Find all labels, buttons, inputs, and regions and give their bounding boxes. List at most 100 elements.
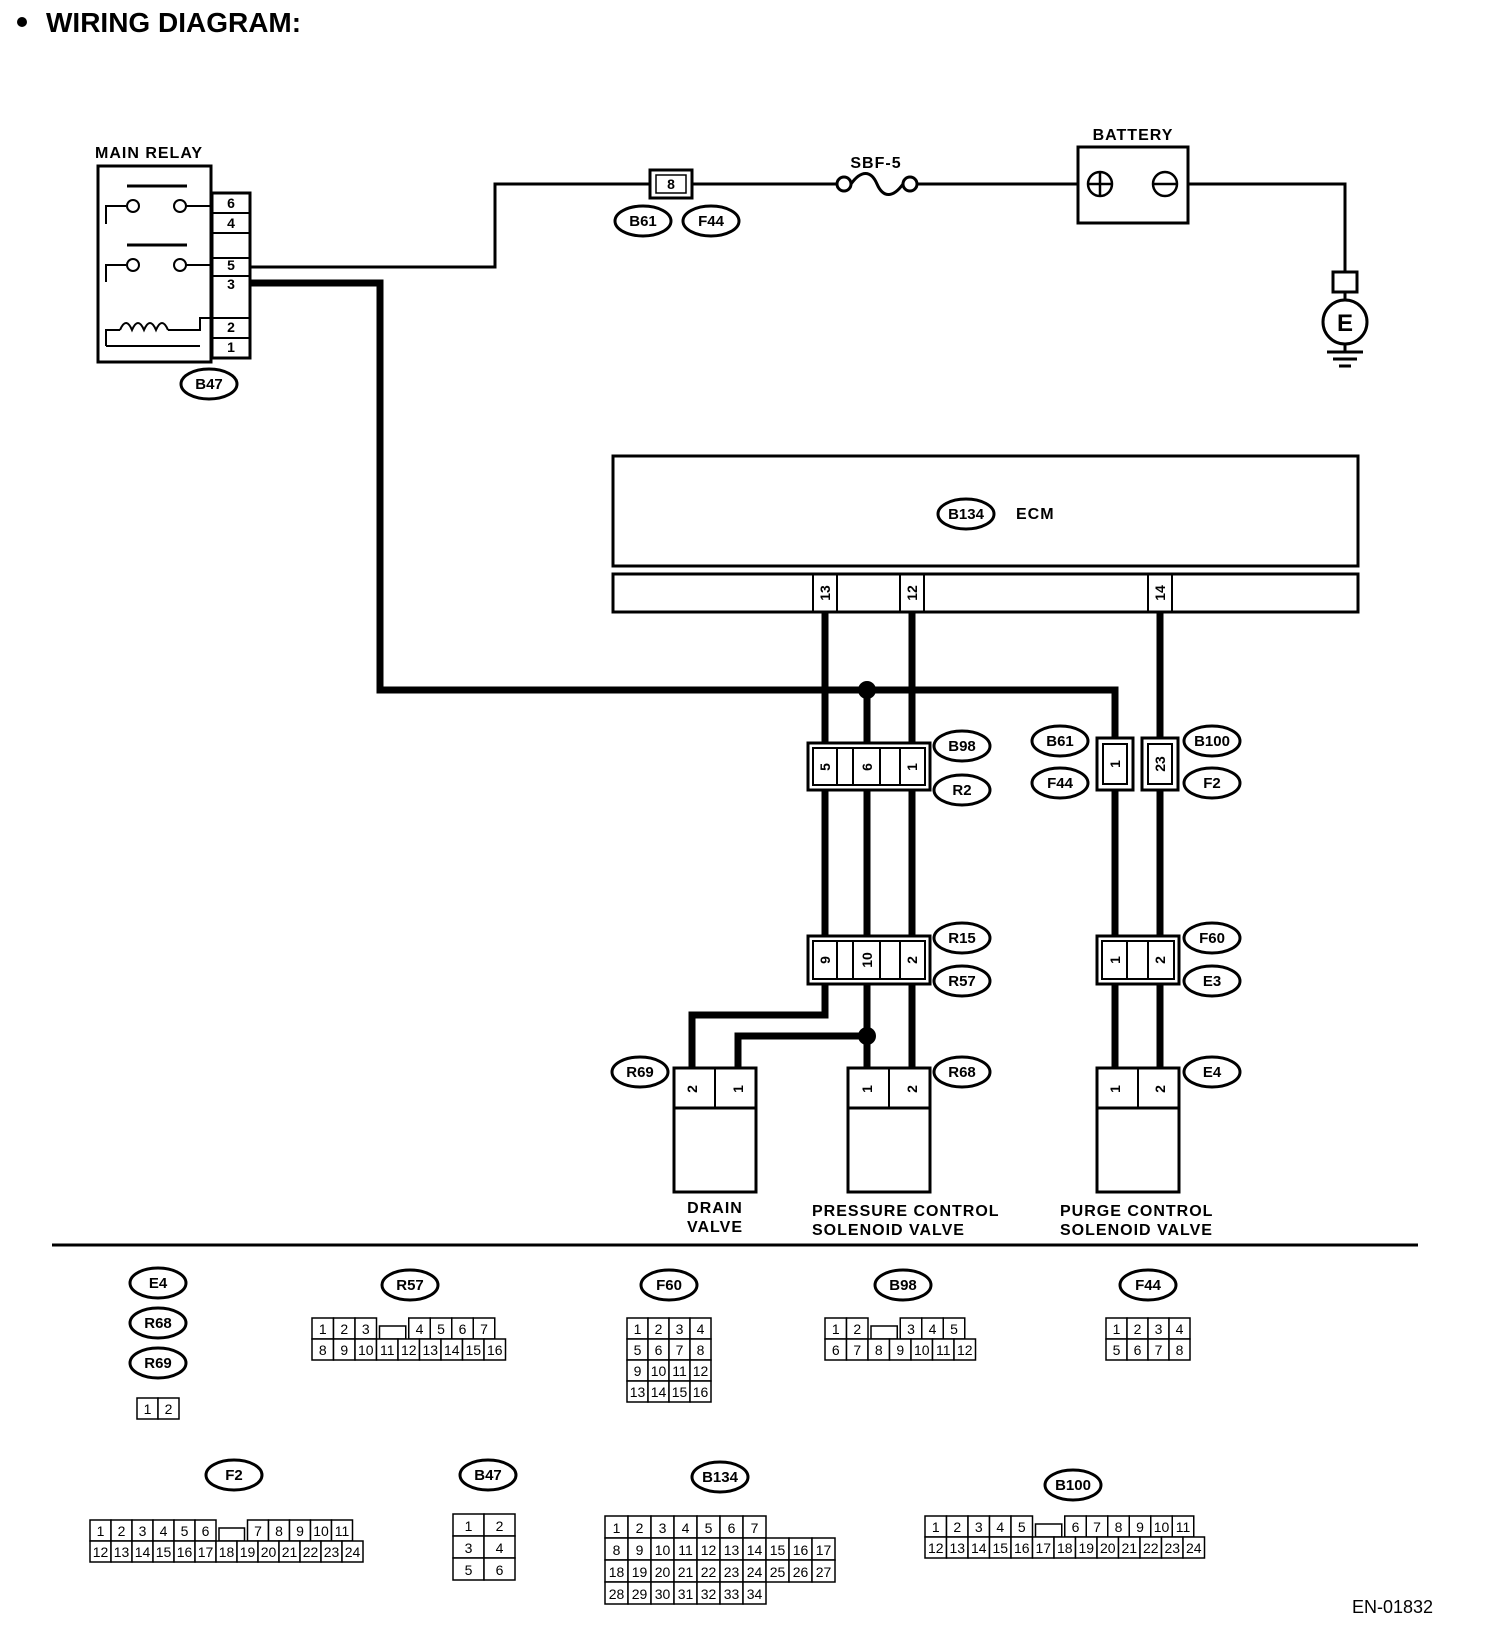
legend-pin-number: 12 [93, 1544, 109, 1560]
tag-b100 [1182, 724, 1242, 758]
legend-pin-number: 7 [480, 1321, 488, 1337]
pressure-control-valve: 1 2 PRESSURE CONTROL SOLENOID VALVE [812, 1066, 999, 1239]
legend-pin-number: 6 [655, 1342, 663, 1358]
legend-pin-number: 4 [416, 1321, 424, 1337]
r69-pin-1: 1 [730, 1085, 746, 1093]
relay-coil-wire [168, 317, 212, 331]
legend-pin-number: 2 [853, 1321, 861, 1337]
legend-pin-number: 1 [465, 1518, 473, 1534]
tag-f44-mid [1030, 766, 1090, 800]
legend-pin-number: 5 [1113, 1342, 1121, 1358]
legend-pin-number: 33 [724, 1586, 740, 1602]
legend-pin-number: 7 [254, 1523, 262, 1539]
legend-pin-number: 6 [832, 1342, 840, 1358]
ecm-label: ECM [1016, 506, 1055, 523]
tag-r69 [610, 1055, 670, 1089]
legend-tag [639, 1268, 699, 1302]
legend-pin-number: 4 [1176, 1321, 1184, 1337]
legend-pin-number: 27 [816, 1564, 832, 1580]
legend-pin-number: 22 [1143, 1540, 1159, 1556]
legend-tag [1043, 1468, 1103, 1502]
legend-tag-text: R68 [144, 1315, 172, 1332]
legend-pin-number: 10 [313, 1523, 329, 1539]
tag-f2 [1182, 766, 1242, 800]
legend-pin-number: 7 [751, 1520, 759, 1536]
wire-r57-9-r69-2 [688, 982, 829, 1070]
r15-pin-10: 10 [859, 952, 875, 968]
legend-pin-number: 12 [957, 1342, 973, 1358]
tag-e3-text: E3 [1203, 973, 1221, 990]
page-title: WIRING DIAGRAM: [46, 7, 301, 38]
legend-pin-number: 2 [953, 1519, 961, 1535]
b98-pin-5: 5 [817, 763, 833, 771]
splice-point [858, 1027, 876, 1045]
legend-tag-text: B47 [474, 1467, 502, 1484]
tag-b98 [932, 729, 992, 763]
legend-pin-number: 13 [724, 1542, 740, 1558]
legend-pin-number: 4 [996, 1519, 1004, 1535]
connector-b61-f44: 1 [1095, 736, 1135, 792]
legend-pin-cell [483, 1557, 516, 1581]
legend-pin-cell [341, 1540, 364, 1563]
legend-pin-number: 9 [634, 1363, 642, 1379]
legend-pin-number: 16 [693, 1384, 709, 1400]
legend-tag-text: R69 [144, 1355, 172, 1372]
legend-tag-text: B134 [702, 1469, 739, 1486]
ground-label: E [1337, 310, 1353, 337]
legend-pin-number: 8 [697, 1342, 705, 1358]
tag-b61-top [613, 204, 673, 238]
legend-pin-number: 21 [1121, 1540, 1137, 1556]
legend-pin-number: 7 [676, 1342, 684, 1358]
legend-pin-number: 12 [401, 1342, 417, 1358]
legend-pin-number: 1 [97, 1523, 105, 1539]
legend-pin-number: 12 [693, 1363, 709, 1379]
legend-pin-number: 16 [793, 1542, 809, 1558]
legend-pin-number: 15 [770, 1542, 786, 1558]
e4-pin-2: 2 [1152, 1085, 1168, 1093]
legend-pin-number: 9 [1136, 1519, 1144, 1535]
legend-pin-number: 14 [747, 1542, 763, 1558]
r69-pin-2: 2 [684, 1085, 700, 1093]
legend-pin-number: 11 [380, 1342, 395, 1358]
legend-pin-number: 3 [676, 1321, 684, 1337]
ground-e: E [1321, 270, 1369, 368]
b61-pin-1: 1 [1107, 760, 1123, 768]
legend-tag [204, 1458, 264, 1492]
legend-tag-text: F60 [656, 1277, 682, 1294]
relay-pin-5: 5 [227, 257, 235, 273]
legend-pin-number: 5 [950, 1321, 958, 1337]
legend-pin-number: 30 [655, 1586, 671, 1602]
relay-contact-wire [105, 264, 126, 282]
legend-pin-number: 14 [651, 1384, 667, 1400]
legend-pin-number: 34 [747, 1586, 763, 1602]
legend-tag [380, 1268, 440, 1302]
legend-key-slot [1034, 1523, 1063, 1538]
drain-valve-label-1: DRAIN [687, 1200, 743, 1217]
legend-pin-number: 21 [282, 1544, 298, 1560]
legend-pin-number: 31 [678, 1586, 694, 1602]
legend-pin-number: 29 [632, 1586, 648, 1602]
legend-pin-number: 6 [1134, 1342, 1142, 1358]
b100-pin-23: 23 [1152, 756, 1168, 772]
tag-r57-text: R57 [948, 973, 976, 990]
legend-tag-text: E4 [149, 1275, 168, 1292]
relay-contact [173, 258, 187, 272]
legend-pin-number: 5 [705, 1520, 713, 1536]
tag-b47-text: B47 [195, 376, 223, 393]
tag-f44-top-text: F44 [698, 213, 725, 230]
legend-pin-number: 6 [1072, 1519, 1080, 1535]
legend-pin-number: 9 [636, 1542, 644, 1558]
tag-e3 [1182, 964, 1242, 998]
legend-pin-number: 12 [701, 1542, 717, 1558]
fuse-terminal [835, 175, 853, 193]
legend-pin-cell [157, 1397, 180, 1420]
legend-tag-text: R57 [396, 1277, 424, 1294]
tag-f60-text: F60 [1199, 930, 1225, 947]
legend-pin-number: 24 [1186, 1540, 1202, 1556]
wire-relay-pin3 [250, 279, 1119, 745]
legend-pin-number: 25 [770, 1564, 786, 1580]
purge-valve-label-1: PURGE CONTROL [1060, 1203, 1213, 1220]
tag-r15-text: R15 [948, 930, 976, 947]
legend-pin-number: 22 [303, 1544, 319, 1560]
connector-b100-f2: 23 [1140, 736, 1180, 792]
